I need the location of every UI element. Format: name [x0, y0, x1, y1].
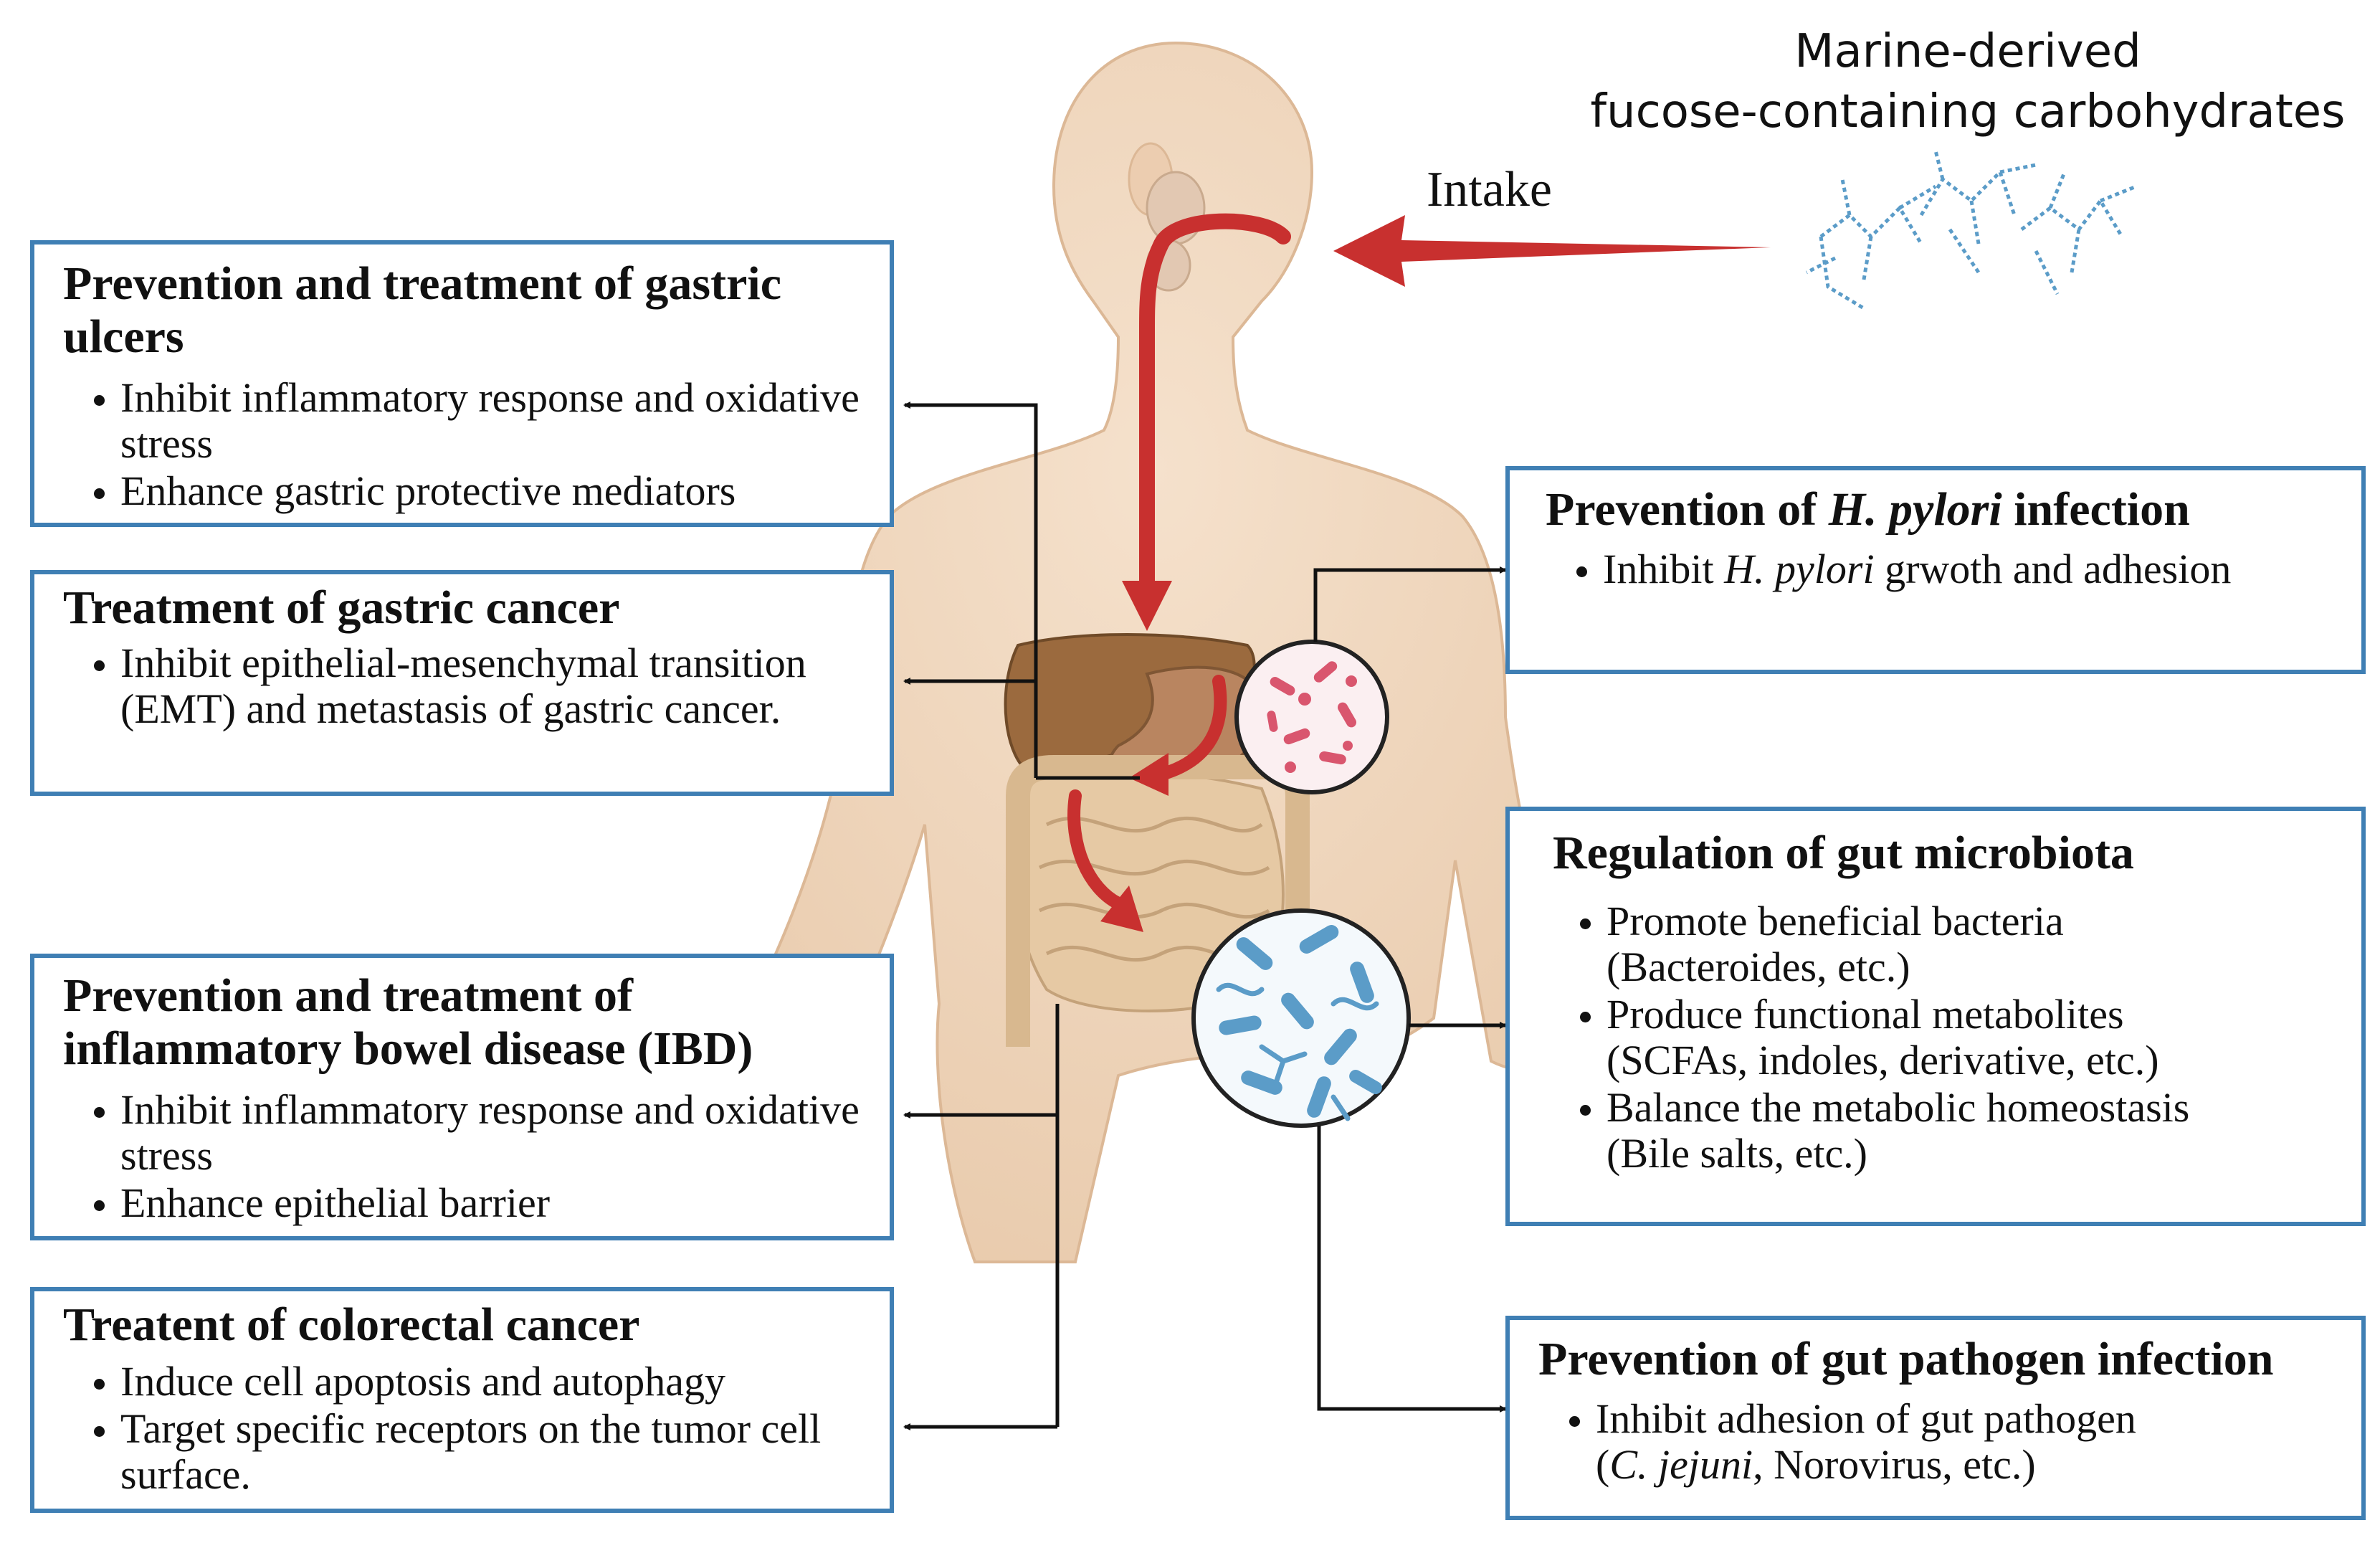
connector-pathogen — [1317, 1126, 1507, 1413]
box-hpylori-title-italic: H. pylori — [1828, 483, 2002, 536]
fucose-carbohydrate-molecules — [1805, 150, 2137, 310]
box-gastric-ulcers: Prevention and treatment of gastric ulce… — [30, 240, 894, 527]
box-gastric-ulcers-title: Prevention and treatment of gastric ulce… — [63, 257, 782, 363]
box-pathogen-sub-italic: C. jejuni — [1609, 1441, 1753, 1488]
box-gastric-ulcers-item: Inhibit inflammatory response and oxidat… — [120, 375, 868, 467]
box-hpylori-title-post: infection — [2001, 483, 2190, 536]
box-hpylori-list: Inhibit H. pylori grwoth and adhesion — [1546, 546, 2340, 592]
box-microbiota-item-main: Produce functional metabolites — [1606, 991, 2124, 1038]
header-title-line1: Marine-derived — [1794, 25, 2141, 78]
header-title-line2: fucose-containing carbohydrates — [1590, 85, 2346, 138]
box-microbiota-item: Balance the metabolic homeostasis(Bile s… — [1606, 1085, 2347, 1177]
intestine-arrowhead — [1100, 886, 1143, 932]
intake-label: Intake — [1427, 162, 1552, 217]
box-hpylori: Prevention of H. pylori infection Inhibi… — [1505, 466, 2366, 674]
box-hpylori-item-italic: H. pylori — [1724, 546, 1875, 592]
box-pathogen-sub-rest: , Norovirus, etc.) — [1753, 1441, 2036, 1488]
box-microbiota-title: Regulation of gut microbiota — [1553, 827, 2134, 879]
connectors — [903, 402, 1507, 1430]
box-colorectal-item: Target specific receptors on the tumor c… — [120, 1406, 868, 1498]
box-microbiota-item: Produce functional metabolites(SCFAs, in… — [1606, 992, 2347, 1083]
header-title: Marine-derived fucose-containing carbohy… — [1577, 22, 2358, 142]
box-hpylori-item-pre: Inhibit — [1603, 546, 1725, 592]
box-gut-microbiota: Regulation of gut microbiota Promote ben… — [1505, 807, 2366, 1226]
box-gastric-cancer-list: Inhibit epithelial-mesenchymal transitio… — [63, 640, 868, 732]
gut-microbiota-magnification — [1191, 908, 1411, 1128]
box-colorectal-cancer: Treatent of colorectal cancer Induce cel… — [30, 1287, 894, 1513]
box-ibd-item: Enhance epithelial barrier — [120, 1180, 868, 1226]
box-gastric-ulcers-item: Enhance gastric protective mediators — [120, 468, 868, 514]
box-colorectal-title: Treatent of colorectal cancer — [63, 1299, 640, 1351]
stomach-arrow — [1155, 675, 1227, 781]
box-microbiota-item-main: Promote beneficial bacteria — [1606, 898, 2064, 944]
box-microbiota-item-sub: (Bile salts, etc.) — [1606, 1130, 1868, 1177]
stomach-arrowhead — [1129, 753, 1168, 796]
box-colorectal-list: Induce cell apoptosis and autophagy Targ… — [63, 1359, 868, 1498]
connector-hpylori — [1313, 566, 1507, 642]
box-hpylori-title-pre: Prevention of — [1546, 483, 1829, 536]
esophagus-arrowhead — [1122, 581, 1172, 631]
box-hpylori-title: Prevention of H. pylori infection — [1546, 483, 2340, 536]
box-ibd-item: Inhibit inflammatory response and oxidat… — [120, 1087, 868, 1179]
box-pathogen-item-main: Inhibit adhesion of gut pathogen — [1596, 1395, 2136, 1442]
box-pathogen-sub-open: ( — [1596, 1441, 1610, 1488]
box-hpylori-item: Inhibit H. pylori grwoth and adhesion — [1603, 546, 2340, 592]
box-hpylori-item-post: grwoth and adhesion — [1874, 546, 2232, 592]
box-pathogen-item-sub: (C. jejuni, Norovirus, etc.) — [1596, 1442, 2347, 1488]
connector-gastric-ulcers — [903, 402, 1038, 778]
box-ibd: Prevention and treatment of inflammatory… — [30, 954, 894, 1240]
box-colorectal-item: Induce cell apoptosis and autophagy — [120, 1359, 868, 1405]
box-microbiota-item-main: Balance the metabolic homeostasis — [1606, 1084, 2190, 1131]
box-gastric-cancer-title: Treatment of gastric cancer — [63, 581, 620, 634]
box-microbiota-item-sub: (Bacteroides, etc.) — [1606, 944, 1910, 990]
box-pathogen-list: Inhibit adhesion of gut pathogen(C. jeju… — [1538, 1396, 2347, 1488]
digestive-path — [1067, 213, 1771, 932]
box-pathogen-item: Inhibit adhesion of gut pathogen(C. jeju… — [1596, 1396, 2347, 1488]
h-pylori-magnification — [1234, 640, 1389, 794]
box-gastric-cancer-item: Inhibit epithelial-mesenchymal transitio… — [120, 640, 868, 732]
box-pathogen-title: Prevention of gut pathogen infection — [1538, 1333, 2274, 1385]
intake-arrow — [1333, 215, 1771, 287]
box-microbiota-item-sub: (SCFAs, indoles, derivative, etc.) — [1606, 1037, 2159, 1083]
box-gastric-ulcers-list: Inhibit inflammatory response and oxidat… — [63, 375, 868, 514]
box-microbiota-list: Promote beneficial bacteria(Bacteroides,… — [1553, 898, 2347, 1177]
intestine-arrow — [1067, 789, 1125, 910]
esophagus-arrow — [1139, 213, 1291, 596]
box-microbiota-item: Promote beneficial bacteria(Bacteroides,… — [1606, 898, 2347, 990]
box-ibd-title: Prevention and treatment of inflammatory… — [63, 969, 753, 1075]
box-ibd-list: Inhibit inflammatory response and oxidat… — [63, 1087, 868, 1226]
box-gastric-cancer: Treatment of gastric cancer Inhibit epit… — [30, 570, 894, 796]
box-gut-pathogen: Prevention of gut pathogen infection Inh… — [1505, 1316, 2366, 1520]
